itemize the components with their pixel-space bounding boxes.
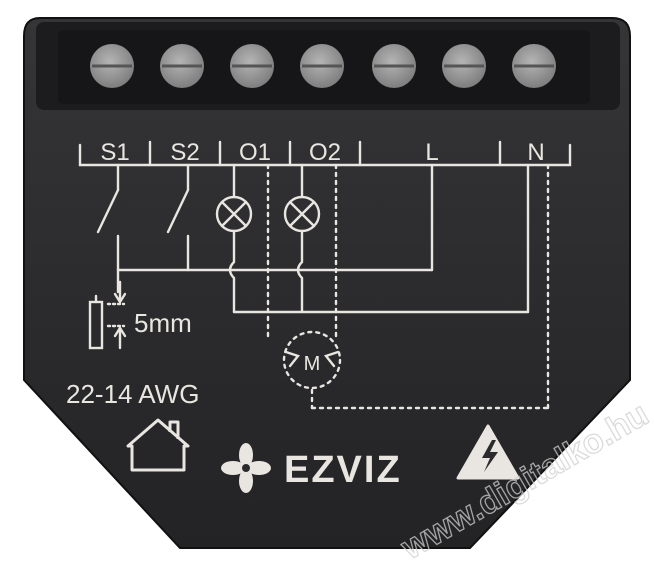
wiring-diagram: [78, 140, 572, 410]
motor-label: M: [304, 353, 321, 375]
screw-icon: [512, 44, 556, 88]
screw-icon: [230, 44, 274, 88]
home-icon: [126, 418, 190, 472]
screw-icon: [160, 44, 204, 88]
screw-icon: [90, 44, 134, 88]
screw-icon: [372, 44, 416, 88]
module-housing: [23, 17, 631, 549]
terminal-label-l: L: [425, 139, 438, 166]
screw-icon: [442, 44, 486, 88]
brand-name: EZVIZ: [284, 449, 402, 491]
wire-gauge-label: 22-14 AWG: [66, 379, 199, 409]
terminal-label-o2: O2: [309, 139, 341, 166]
screw-icon: [300, 44, 344, 88]
terminal-label-o1: O1: [239, 139, 271, 166]
terminal-label-n: N: [527, 139, 544, 166]
strip-length-label: 5mm: [134, 308, 192, 338]
high-voltage-warning-icon: [456, 424, 520, 480]
terminal-label-s2: S2: [170, 139, 199, 166]
screw-terminals: [90, 44, 556, 88]
ezviz-logo-icon: [221, 443, 271, 493]
terminal-label-s1: S1: [100, 139, 129, 166]
